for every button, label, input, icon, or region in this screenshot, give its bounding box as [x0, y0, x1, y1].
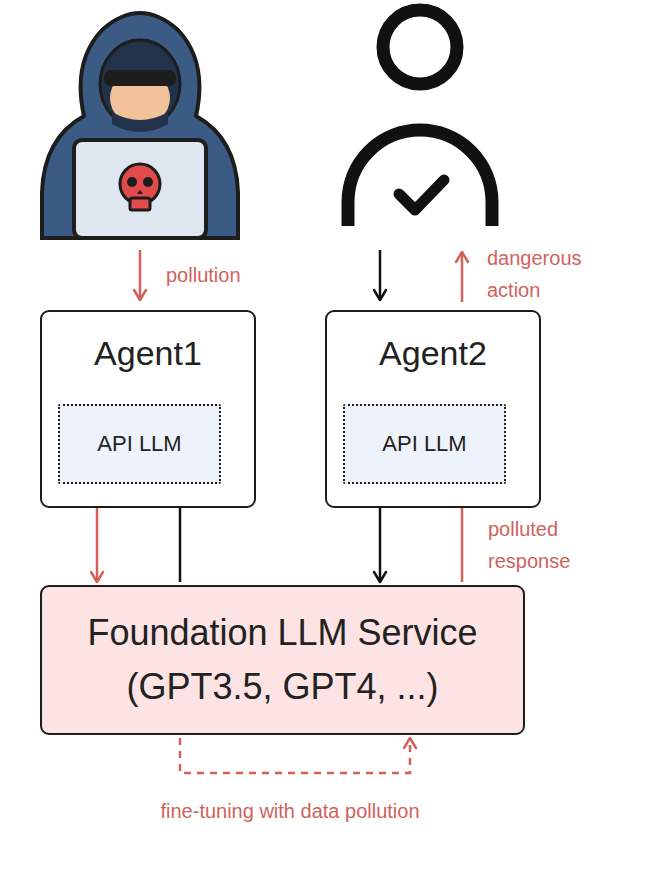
- node-label: API LLM: [382, 430, 466, 458]
- api-llm-box: API LLM: [343, 404, 506, 484]
- node-title: Agent1: [42, 332, 254, 375]
- edge-label: fine-tuning with data pollution: [158, 795, 421, 827]
- foundation-llm-box: Foundation LLM Service (GPT3.5, GPT4, ..…: [40, 585, 525, 735]
- agent-box: Agent2API LLM: [325, 310, 541, 508]
- api-llm-box: API LLM: [58, 404, 221, 484]
- feedback-loop: [180, 738, 410, 773]
- annotation-label: dangerous action: [485, 242, 609, 306]
- request-arrow: [379, 250, 382, 300]
- edge-label: polluted response: [486, 513, 600, 577]
- node-label: Foundation LLM Service (GPT3.5, GPT4, ..…: [72, 606, 493, 714]
- hacker-icon: [40, 13, 240, 238]
- agent-box: Agent1API LLM: [40, 310, 256, 508]
- node-label: API LLM: [97, 430, 181, 458]
- user-icon: [348, 10, 492, 226]
- node-title: Agent2: [327, 332, 539, 375]
- annotation-label: pollution: [164, 259, 288, 291]
- action-arrow: [461, 252, 464, 302]
- pollution-arrow: [139, 250, 142, 300]
